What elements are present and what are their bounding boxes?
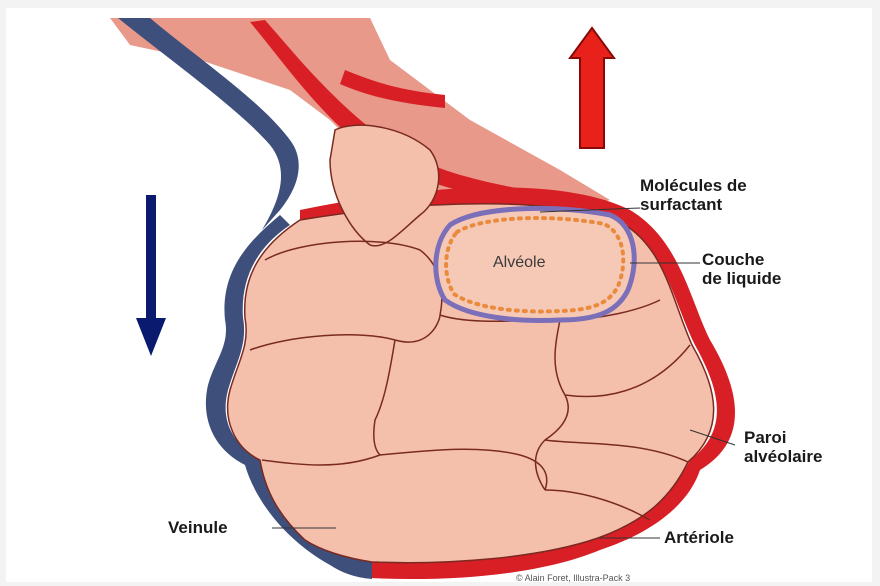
arteriole-label: Artériole: [664, 528, 734, 547]
alveole-label: Alvéole: [493, 254, 545, 272]
liquid-layer-label: Couche de liquide: [702, 250, 781, 288]
venule-label: Veinule: [168, 518, 228, 537]
surfactant-label: Molécules de surfactant: [640, 176, 747, 214]
copyright-credit: © Alain Foret, Illustra-Pack 3: [516, 573, 630, 583]
alveolar-wall-label: Paroi alvéolaire: [744, 428, 822, 466]
